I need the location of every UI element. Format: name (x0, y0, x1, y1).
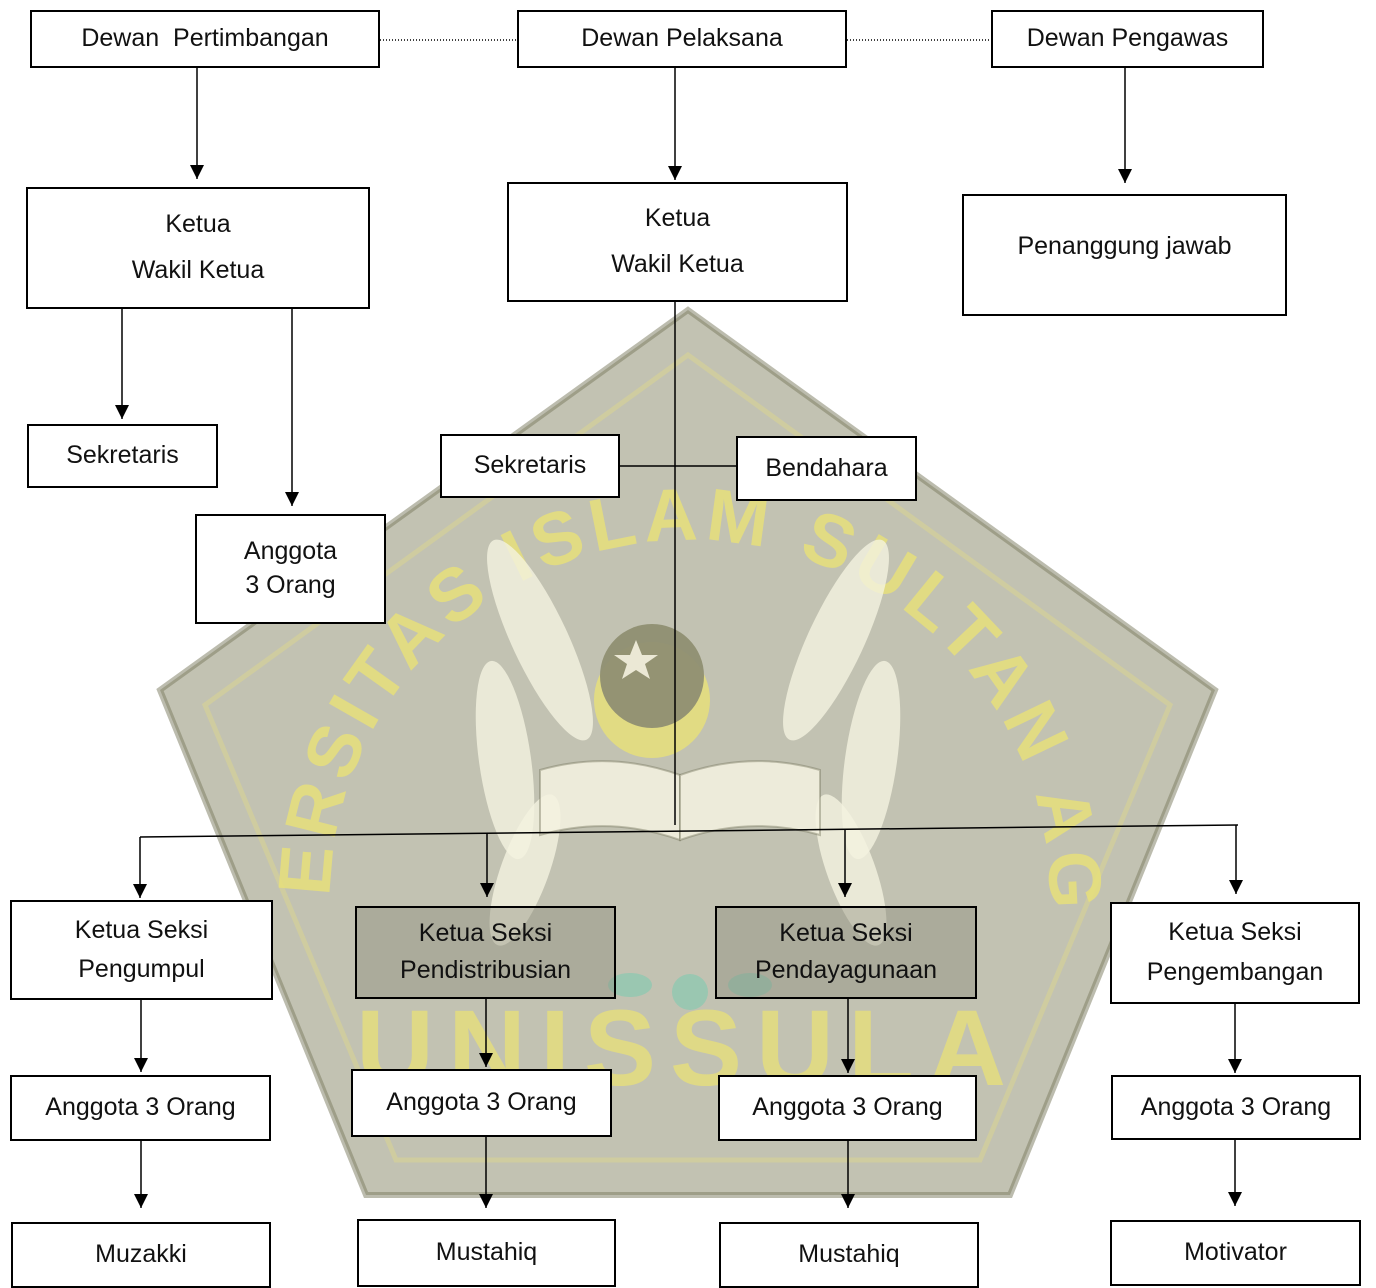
label-target: Mustahiq (798, 1240, 900, 1269)
box-anggota-2: Anggota 3 Orang (351, 1069, 612, 1137)
label-seksi-name: Pengumpul (78, 954, 205, 983)
box-anggota-1: Anggota 3 Orang (10, 1075, 271, 1141)
label-target: Mustahiq (435, 1238, 538, 1267)
label-wakil-ketua: Wakil Ketua (611, 250, 744, 279)
label-ketua-seksi: Ketua Seksi (418, 919, 553, 948)
box-pertimbangan-anggota: Anggota 3 Orang (195, 514, 386, 624)
label-wakil-ketua: Wakil Ketua (131, 256, 265, 285)
label-dewan-pelaksana: Dewan Pelaksana (581, 24, 783, 53)
label-ketua-seksi: Ketua Seksi (74, 915, 209, 944)
box-dewan-pertimbangan: Dewan Pertimbangan (30, 10, 380, 68)
label-anggota: Anggota 3 Orang (1140, 1092, 1332, 1121)
leaf-ornament (608, 973, 772, 1010)
open-book-icon (539, 760, 821, 842)
branch-horizontal (139, 824, 1239, 838)
label-dewan-pertimbangan: Dewan Pertimbangan (81, 24, 329, 53)
box-dewan-pengawas: Dewan Pengawas (991, 10, 1264, 68)
label-sekretaris: Sekretaris (473, 451, 587, 480)
box-anggota-4: Anggota 3 Orang (1111, 1075, 1361, 1140)
box-target-4: Motivator (1110, 1220, 1361, 1286)
box-seksi-pendistribusian: Ketua Seksi Pendistribusian (355, 906, 616, 999)
box-pertimbangan-ketua: Ketua Wakil Ketua (26, 187, 370, 309)
label-anggota: Anggota 3 Orang (386, 1088, 577, 1117)
label-anggota: Anggota 3 Orang (45, 1093, 236, 1122)
label-ketua: Ketua (644, 204, 711, 233)
box-dewan-pelaksana: Dewan Pelaksana (517, 10, 847, 68)
label-target: Muzakki (95, 1240, 187, 1269)
label-anggota: Anggota (243, 537, 338, 566)
label-anggota-count: 3 Orang (245, 571, 336, 599)
box-pelaksana-sekretaris: Sekretaris (440, 434, 620, 498)
box-target-2: Mustahiq (357, 1219, 616, 1287)
box-seksi-pendayagunaan: Ketua Seksi Pendayagunaan (715, 906, 977, 999)
label-seksi-name: Pendistribusian (400, 956, 571, 985)
label-seksi-name: Pengembangan (1146, 958, 1324, 987)
label-seksi-name: Pendayagunaan (754, 956, 938, 985)
box-anggota-3: Anggota 3 Orang (718, 1075, 977, 1141)
box-pertimbangan-sekretaris: Sekretaris (27, 424, 218, 488)
label-ketua-seksi: Ketua Seksi (1168, 918, 1302, 947)
label-bendahara: Bendahara (765, 453, 888, 482)
box-pelaksana-bendahara: Bendahara (736, 436, 917, 501)
label-penanggung-jawab: Penanggung jawab (1017, 232, 1232, 260)
box-pelaksana-ketua: Ketua Wakil Ketua (507, 182, 848, 302)
box-target-1: Muzakki (11, 1222, 271, 1288)
label-target: Motivator (1184, 1238, 1287, 1267)
label-anggota: Anggota 3 Orang (752, 1093, 943, 1122)
box-seksi-pengumpul: Ketua Seksi Pengumpul (10, 900, 273, 1000)
label-sekretaris: Sekretaris (66, 441, 179, 470)
box-penanggung-jawab: Penanggung jawab (962, 194, 1287, 316)
label-ketua: Ketua (165, 209, 231, 238)
pentagon-shape (156, 306, 1219, 1198)
box-seksi-pengembangan: Ketua Seksi Pengembangan (1110, 902, 1360, 1004)
box-target-3: Mustahiq (719, 1222, 979, 1288)
crescent-star-icon (594, 624, 710, 758)
label-dewan-pengawas: Dewan Pengawas (1026, 24, 1229, 53)
label-ketua-seksi: Ketua Seksi (779, 919, 913, 948)
